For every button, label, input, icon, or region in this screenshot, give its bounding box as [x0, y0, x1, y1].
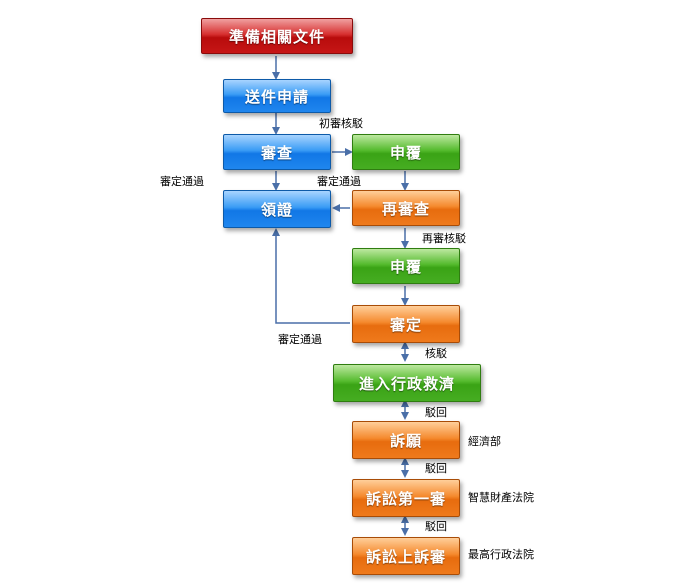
node-reexamination: 再審查: [352, 190, 460, 226]
arrow-decision-to-certificate: [272, 228, 350, 324]
node-appeal: 訴訟上訴審: [352, 537, 460, 575]
label-approved-middle: 審定通過: [317, 175, 361, 188]
node-certificate: 領證: [223, 190, 331, 228]
node-second-reexamination: 申覆: [352, 248, 460, 284]
node-prepare-documents: 準備相關文件: [201, 18, 353, 54]
node-first-instance: 訴訟第一審: [352, 479, 460, 517]
label-ip-court: 智慧財產法院: [468, 491, 534, 504]
node-decision: 審定: [352, 305, 460, 343]
label-initial-rejection: 初審核駁: [319, 117, 363, 130]
label-reexam-rejection: 再審核駁: [422, 232, 466, 245]
node-petition: 訴願: [352, 421, 460, 459]
label-dismissed-3: 駁回: [425, 520, 447, 533]
label-ministry: 經濟部: [468, 435, 501, 448]
node-first-reexamination: 申覆: [352, 134, 460, 170]
label-supreme-admin-court: 最高行政法院: [468, 548, 534, 561]
label-dismissed-2: 駁回: [425, 462, 447, 475]
label-dismissed-1: 駁回: [425, 406, 447, 419]
node-submit-application: 送件申請: [223, 79, 331, 113]
label-approved-decision: 審定通過: [278, 333, 322, 346]
node-administrative-remedy: 進入行政救濟: [333, 364, 481, 402]
label-approved-left: 審定通過: [160, 175, 204, 188]
label-rejection: 核駁: [425, 347, 447, 360]
node-examination: 審查: [223, 134, 331, 170]
